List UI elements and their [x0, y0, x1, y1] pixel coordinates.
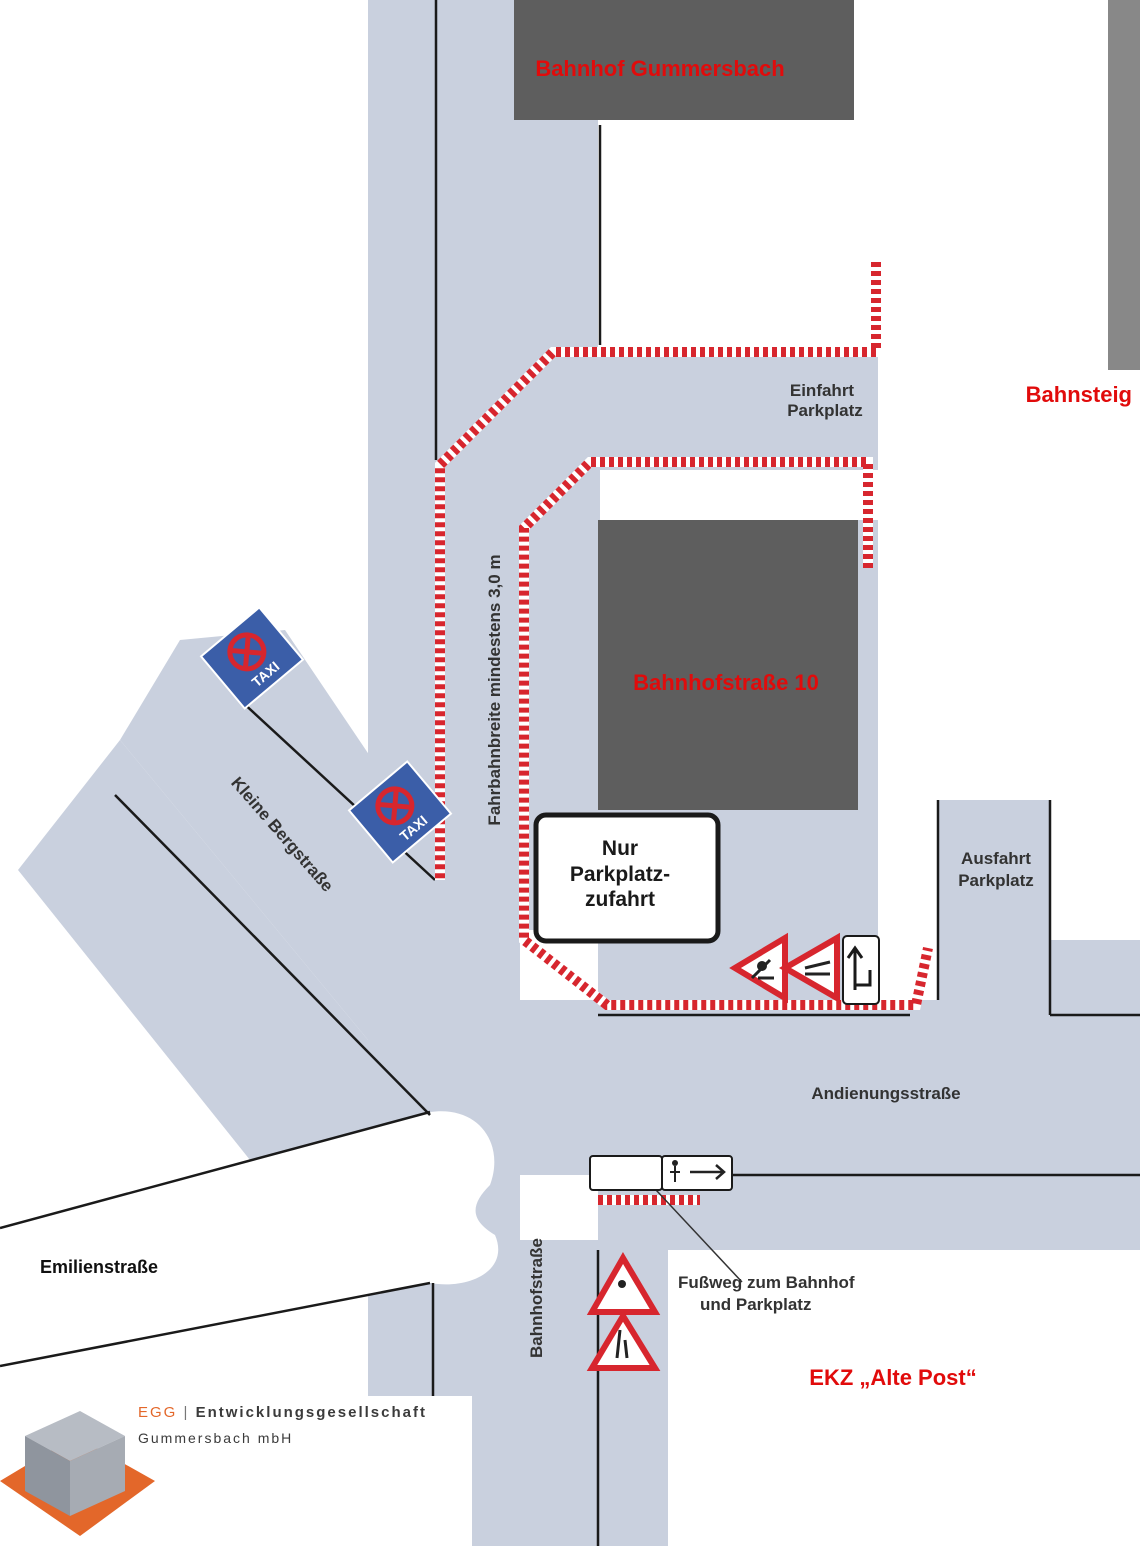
building-10-label: Bahnhofstraße 10 [633, 670, 819, 695]
mall-block [668, 1250, 1140, 1546]
egg-logo: EGG | Entwicklungsgesellschaft Gummersba… [0, 1396, 472, 1546]
footpath-label-2: und Parkplatz [700, 1295, 811, 1314]
station-label: Bahnhof Gummersbach [535, 56, 784, 81]
svg-text:Parkplatz-: Parkplatz- [570, 863, 670, 886]
footpath-arrow-line [641, 1174, 743, 1283]
logo-line-1: EGG | Entwicklungsgesellschaft [138, 1404, 427, 1421]
parking-island [600, 470, 878, 520]
svg-text:zufahrt: zufahrt [585, 888, 655, 911]
road-kleine-berg [18, 740, 430, 1210]
fahrbahn-label: Fahrbahnbreite mindestens 3,0 m [485, 554, 504, 825]
taxi-sign-upper: TAXI [199, 606, 305, 710]
platform-strip [1108, 0, 1140, 370]
road-taxi-bay [120, 630, 440, 1115]
road-ausfahrt [938, 800, 1050, 1015]
ausfahrt-label-1: Ausfahrt [961, 849, 1031, 868]
station-building [514, 0, 854, 120]
emilienstrasse-label: Emilienstraße [40, 1257, 158, 1277]
platform-label: Bahnsteig [1026, 382, 1132, 407]
pedestrian-arrow-sign [661, 1155, 733, 1191]
einfahrt-label-2: Parkplatz [787, 401, 863, 420]
footpath-label-1: Fußweg zum Bahnhof [678, 1273, 855, 1292]
egg-logo-mark [0, 1411, 155, 1536]
andienung-label: Andienungsstraße [811, 1084, 960, 1103]
emilienstrasse-gap [0, 1111, 499, 1366]
mall-label: EKZ „Alte Post“ [809, 1365, 976, 1390]
einfahrt-label-1: Einfahrt [790, 381, 855, 400]
building-bahnhofstrasse-10 [598, 520, 858, 810]
logo-line-2: Gummersbach mbH [138, 1430, 294, 1446]
taxi-sign-lower: TAXI [347, 760, 453, 864]
lane-narrowing-icon-south [586, 1310, 661, 1371]
parking-only-sign: Nur Parkplatz- zufahrt [533, 812, 721, 944]
lane-narrowing-icon [778, 932, 840, 1004]
direction-arrow-sign [842, 935, 880, 1005]
svg-text:Nur: Nur [602, 837, 638, 860]
road-east-strip [1050, 940, 1140, 1015]
road-andienung-south [598, 1175, 1140, 1250]
footpath-sign-blank [589, 1155, 663, 1191]
road-andienung [368, 1000, 1140, 1175]
ausfahrt-label-2: Parkplatz [958, 871, 1034, 890]
bahnhofstrasse-label: Bahnhofstraße [527, 1238, 546, 1358]
